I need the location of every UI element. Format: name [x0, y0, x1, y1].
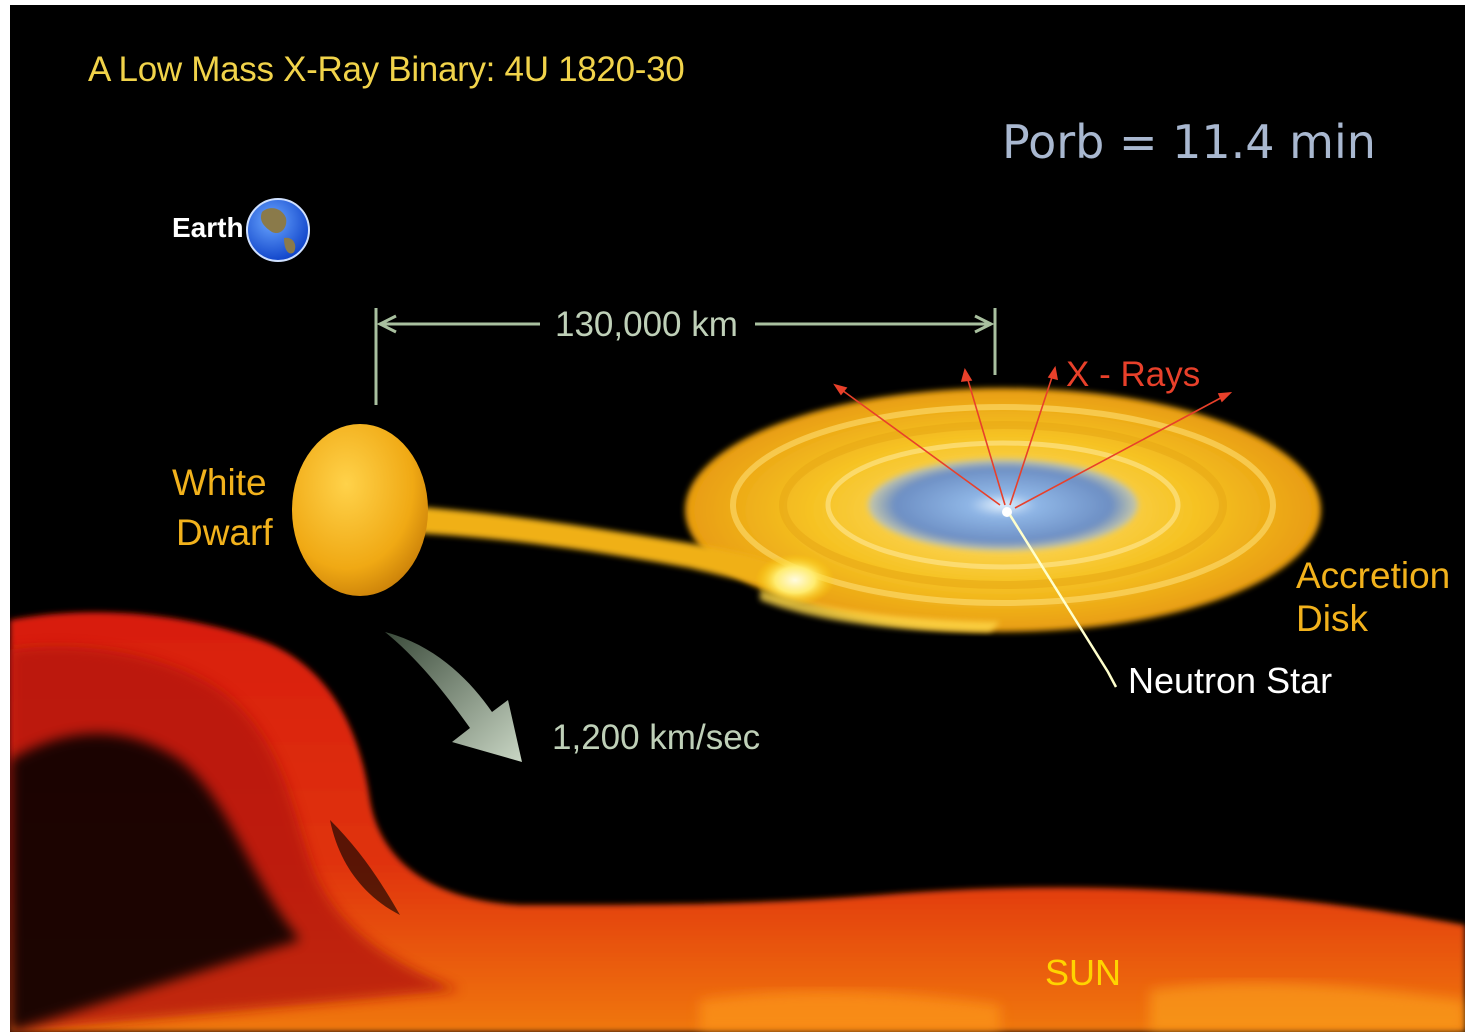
earth-label: Earth [172, 212, 244, 243]
white-dwarf-label-line2: Dwarf [176, 512, 273, 553]
xray-label: X - Rays [1066, 355, 1201, 394]
sun-label: SUN [1045, 952, 1122, 993]
separation-label: 130,000 km [555, 305, 738, 344]
mass-transfer-stream [390, 505, 1000, 632]
earth-icon [246, 198, 310, 262]
neutron-star [1002, 507, 1118, 688]
velocity-label: 1,200 km/sec [552, 718, 761, 757]
accretion-disk-label-line1: Accretion [1296, 555, 1451, 596]
velocity-arrow [385, 632, 522, 762]
diagram-title: A Low Mass X-Ray Binary: 4U 1820-30 [88, 50, 685, 89]
xray-lines [833, 365, 1233, 509]
white-dwarf [292, 424, 428, 596]
separation-marker [374, 308, 997, 405]
white-dwarf-label-line1: White [172, 462, 267, 503]
orbital-period-label: Porb = 11.4 min [1002, 115, 1376, 169]
accretion-disk-label-line2: Disk [1296, 598, 1368, 639]
neutron-star-label: Neutron Star [1128, 660, 1333, 701]
sun [10, 612, 1465, 1032]
